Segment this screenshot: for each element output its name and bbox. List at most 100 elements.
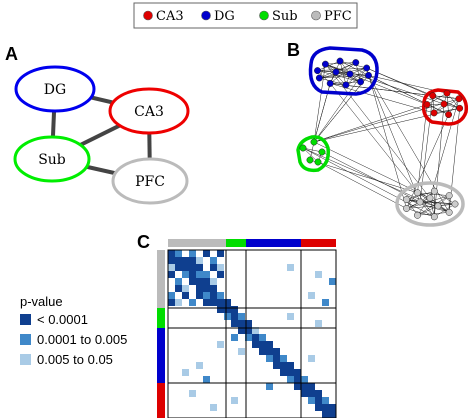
legend-label-dg: DG bbox=[214, 9, 235, 24]
matrix-top-bar-ca3 bbox=[301, 239, 336, 247]
network-link bbox=[339, 60, 369, 76]
network-link bbox=[417, 192, 435, 217]
matrix-cell bbox=[196, 292, 203, 299]
matrix-cell bbox=[217, 264, 224, 271]
network-node-pfc bbox=[414, 189, 421, 197]
matrix-frame bbox=[167, 249, 337, 418]
network-node-dg bbox=[365, 71, 372, 79]
cluster-outline-sub bbox=[296, 135, 331, 173]
network-node-pfc bbox=[434, 202, 442, 210]
matrix-cell bbox=[175, 264, 182, 271]
matrix-cell bbox=[182, 271, 189, 278]
network-link bbox=[417, 205, 439, 216]
matrix-cell bbox=[189, 271, 196, 278]
matrix-cell bbox=[294, 376, 301, 383]
legend-marker-dg bbox=[201, 10, 211, 21]
matrix-cell bbox=[168, 299, 175, 306]
matrix-cell bbox=[217, 306, 224, 313]
legend-label-sub: Sub bbox=[272, 9, 298, 24]
network-node-dg bbox=[315, 74, 323, 82]
matrix-side-bar-dg bbox=[157, 328, 165, 383]
network-link bbox=[313, 104, 428, 143]
matrix-cell bbox=[301, 383, 308, 390]
node-label-sub: Sub bbox=[38, 152, 66, 168]
network-link bbox=[417, 104, 428, 193]
network-link bbox=[426, 92, 448, 105]
network-node-pfc bbox=[430, 187, 438, 195]
matrix-cell bbox=[280, 369, 287, 376]
matrix-side-bar-sub bbox=[157, 308, 165, 328]
matrix-cell bbox=[315, 271, 322, 278]
matrix-cell bbox=[322, 299, 329, 306]
matrix-cell bbox=[189, 390, 196, 397]
network-node-pfc bbox=[445, 192, 453, 200]
matrix-cell bbox=[259, 348, 266, 355]
matrix-cell bbox=[252, 341, 259, 348]
matrix-cell bbox=[238, 313, 245, 320]
matrix-cell bbox=[189, 257, 196, 264]
matrix-cell bbox=[175, 278, 182, 285]
network-node-dg bbox=[321, 60, 329, 68]
network-link bbox=[368, 75, 421, 203]
panel-label-c: C bbox=[137, 232, 150, 252]
network-node-dg bbox=[332, 68, 340, 76]
network-node-sub bbox=[310, 138, 318, 146]
matrix-cell bbox=[203, 250, 210, 257]
matrix-cell bbox=[217, 292, 224, 299]
matrix-cell bbox=[182, 257, 189, 264]
matrix-cell bbox=[203, 292, 210, 299]
panel-b-links bbox=[302, 60, 460, 218]
matrix-cell bbox=[175, 257, 182, 264]
pvalue-label-3: 0.005 to 0.05 bbox=[37, 352, 113, 367]
cluster-outline-pfc bbox=[395, 181, 465, 227]
matrix-cell bbox=[266, 355, 273, 362]
network-node-pfc bbox=[403, 196, 410, 204]
legend-marker-ca3 bbox=[143, 10, 153, 21]
network-link bbox=[335, 62, 356, 73]
matrix-top-bar-sub bbox=[226, 239, 246, 247]
network-link bbox=[406, 195, 450, 209]
matrix-cell bbox=[196, 285, 203, 292]
network-link bbox=[330, 83, 459, 99]
matrix-cell bbox=[315, 397, 322, 404]
network-node-ca3 bbox=[443, 89, 451, 97]
matrix-cell bbox=[175, 299, 182, 306]
matrix-cell bbox=[182, 369, 189, 376]
network-link bbox=[313, 108, 460, 143]
matrix-cell bbox=[196, 271, 203, 278]
pvalue-label-2: 0.0001 to 0.005 bbox=[37, 332, 127, 347]
matrix-cell bbox=[315, 404, 322, 411]
network-node-ca3 bbox=[429, 92, 437, 100]
legend-marker-pfc bbox=[311, 10, 321, 21]
matrix-cell bbox=[203, 278, 210, 285]
network-node-ca3 bbox=[455, 95, 463, 103]
network-link bbox=[366, 67, 407, 209]
matrix-cell bbox=[322, 397, 329, 404]
matrix-cell bbox=[273, 348, 280, 355]
matrix-cell bbox=[217, 299, 224, 306]
network-link bbox=[309, 159, 418, 193]
network-link bbox=[406, 114, 449, 209]
matrix-cell bbox=[252, 327, 259, 334]
matrix-cell bbox=[217, 341, 224, 348]
matrix-cell bbox=[210, 299, 217, 306]
network-node-sub bbox=[318, 148, 326, 156]
network-link bbox=[321, 151, 421, 203]
matrix-cell bbox=[182, 285, 189, 292]
matrix-cell bbox=[231, 313, 238, 320]
matrix-cell bbox=[308, 383, 315, 390]
network-link bbox=[313, 64, 326, 143]
matrix-cell bbox=[210, 404, 217, 411]
matrix-cell bbox=[217, 250, 224, 257]
network-node-sub bbox=[306, 156, 314, 164]
network-link bbox=[317, 161, 407, 209]
pvalue-legend-title: p-value bbox=[20, 294, 63, 309]
matrix-cell bbox=[266, 341, 273, 348]
network-link bbox=[319, 67, 367, 79]
matrix-cell bbox=[245, 327, 252, 334]
matrix-cell bbox=[287, 313, 294, 320]
matrix-cell bbox=[224, 299, 231, 306]
